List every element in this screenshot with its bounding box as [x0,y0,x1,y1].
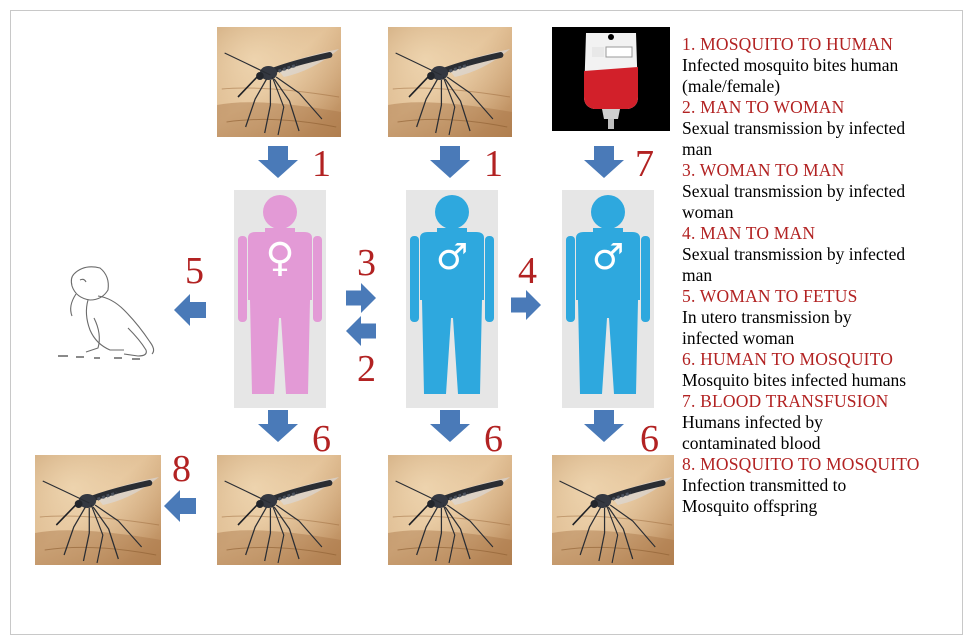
legend-description: Humans infected by contaminated blood [682,412,965,454]
arrow-down-to-man [430,146,470,178]
arrow-down-man2-to-mosquito [584,410,624,442]
legend-description: In utero transmission by infected woman [682,307,965,349]
arrow-down-woman-to-mosquito [258,410,298,442]
legend-heading: 2. MAN TO WOMAN [682,97,965,118]
label-number-1-man: 1 [484,145,503,183]
legend-heading: 5. WOMAN TO FETUS [682,286,965,307]
label-number-4: 4 [518,252,537,290]
label-number-5: 5 [185,252,204,290]
legend-description: Infected mosquito bites human (male/fema… [682,55,965,97]
mosquito-photo-top-middle [388,27,512,137]
female-symbol-icon: ♀ [262,238,298,278]
label-number-6-woman: 6 [312,420,331,458]
legend-item: 2. MAN TO WOMAN Sexual transmission by i… [682,97,965,160]
arrow-left-mosquito-to-mosquito [163,490,197,522]
mosquito-photo-bottom-2 [217,455,341,565]
baby-fetus-sketch [28,258,168,364]
male-symbol-icon: ♂ [434,240,470,276]
man-figure-center: ♂ [406,190,498,408]
legend-item: 4. MAN TO MAN Sexual transmission by inf… [682,223,965,286]
arrow-right-woman-to-man [342,283,380,313]
arrow-down-blood-to-man [584,146,624,178]
legend-heading: 1. MOSQUITO TO HUMAN [682,34,965,55]
mosquito-photo-bottom-3 [388,455,512,565]
legend-heading: 8. MOSQUITO TO MOSQUITO [682,454,965,475]
arrow-down-to-woman [258,146,298,178]
arrow-left-to-fetus [173,294,207,326]
label-number-8: 8 [172,450,191,488]
legend-heading: 3. WOMAN TO MAN [682,160,965,181]
legend-heading: 6. HUMAN TO MOSQUITO [682,349,965,370]
legend-item: 8. MOSQUITO TO MOSQUITO Infection transm… [682,454,965,517]
legend-description: Infection transmitted to Mosquito offspr… [682,475,965,517]
woman-figure: ♀ [234,190,326,408]
label-number-2: 2 [357,350,376,388]
legend-description: Mosquito bites infected humans [682,370,965,391]
legend-description: Sexual transmission by infected man [682,244,965,286]
legend-heading: 7. BLOOD TRANSFUSION [682,391,965,412]
legend: 1. MOSQUITO TO HUMAN Infected mosquito b… [682,34,965,517]
legend-item: 1. MOSQUITO TO HUMAN Infected mosquito b… [682,34,965,97]
male-symbol-icon: ♂ [590,240,626,276]
label-number-6-man: 6 [484,420,503,458]
label-number-6-man2: 6 [640,420,659,458]
legend-heading: 4. MAN TO MAN [682,223,965,244]
label-number-3: 3 [357,244,376,282]
legend-item: 3. WOMAN TO MAN Sexual transmission by i… [682,160,965,223]
mosquito-photo-bottom-1 [35,455,161,565]
arrow-left-man-to-woman [342,316,380,346]
mosquito-photo-bottom-4 [552,455,674,565]
label-number-1-woman: 1 [312,145,331,183]
legend-description: Sexual transmission by infected man [682,118,965,160]
legend-item: 5. WOMAN TO FETUS In utero transmission … [682,286,965,349]
arrow-down-man-to-mosquito [430,410,470,442]
man-figure-right: ♂ [562,190,654,408]
blood-bag-image [552,27,670,131]
arrow-right-man-to-man [507,290,545,320]
mosquito-photo-top-left [217,27,341,137]
label-number-7: 7 [635,145,654,183]
legend-description: Sexual transmission by infected woman [682,181,965,223]
legend-item: 6. HUMAN TO MOSQUITO Mosquito bites infe… [682,349,965,391]
legend-item: 7. BLOOD TRANSFUSION Humans infected by … [682,391,965,454]
